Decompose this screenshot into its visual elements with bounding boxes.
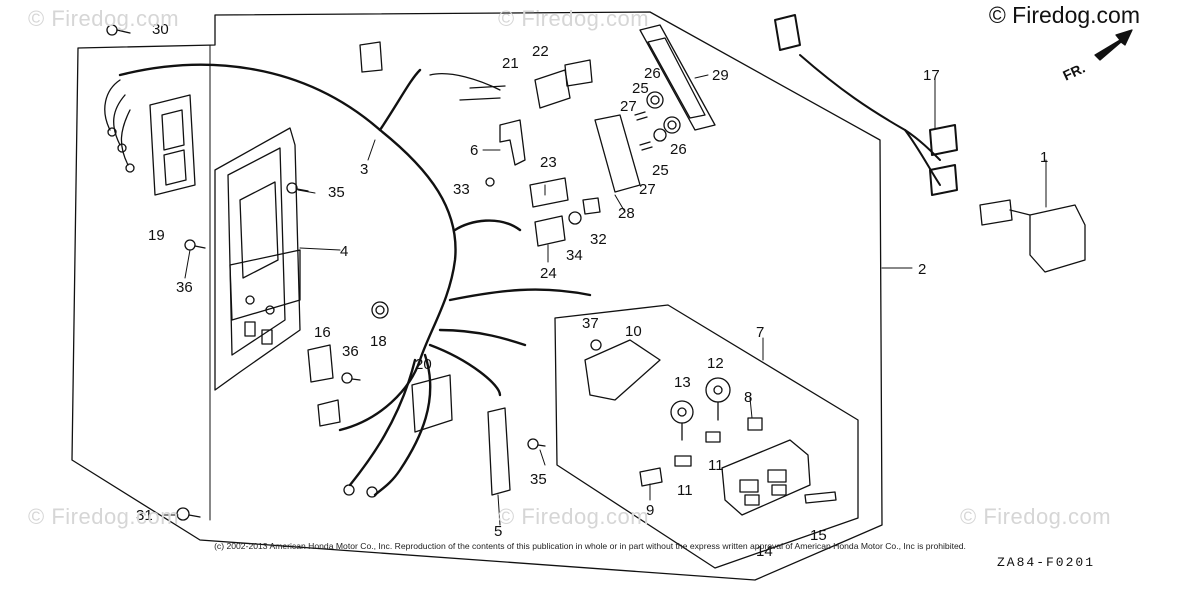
callout-34[interactable]: 34 bbox=[566, 247, 583, 264]
callout-32[interactable]: 32 bbox=[590, 231, 607, 248]
callout-3[interactable]: 3 bbox=[360, 161, 368, 178]
callout-19[interactable]: 19 bbox=[148, 227, 165, 244]
nut-part-11a bbox=[705, 431, 721, 443]
callout-6[interactable]: 6 bbox=[470, 142, 478, 159]
callout-35b[interactable]: 35 bbox=[530, 471, 547, 488]
clip-part-32 bbox=[582, 197, 601, 215]
callout-26a[interactable]: 26 bbox=[644, 65, 661, 82]
subassembly-outline bbox=[554, 304, 859, 569]
callout-27b[interactable]: 27 bbox=[639, 181, 656, 198]
watermark-bottom-right: © Firedog.com bbox=[960, 504, 1112, 529]
callout-33[interactable]: 33 bbox=[453, 181, 470, 198]
outlet-part-14 bbox=[721, 439, 811, 516]
knob-part-13 bbox=[670, 400, 694, 441]
callout-24[interactable]: 24 bbox=[540, 265, 557, 282]
callout-36a[interactable]: 36 bbox=[176, 279, 193, 296]
watermark-top-center: © Firedog.com bbox=[498, 6, 650, 31]
callout-numbers: 1 2 3 4 5 6 7 8 9 10 11 11 12 13 14 15 1… bbox=[136, 21, 1087, 560]
screw-part-34 bbox=[568, 211, 582, 225]
wire-harness-part-3 bbox=[118, 63, 592, 497]
callout-37[interactable]: 37 bbox=[582, 315, 599, 332]
copyright-notice: (c) 2002-2013 American Honda Motor Co., … bbox=[214, 541, 966, 551]
callout-30[interactable]: 30 bbox=[152, 21, 169, 38]
callout-25b[interactable]: 25 bbox=[652, 162, 669, 179]
callout-12[interactable]: 12 bbox=[707, 355, 724, 372]
module-part-20 bbox=[411, 374, 453, 433]
panel-part-4 bbox=[214, 127, 301, 391]
bracket-part-6 bbox=[499, 119, 526, 166]
watermark-bottom-left: © Firedog.com bbox=[28, 504, 180, 529]
assembly-outline bbox=[71, 11, 883, 581]
knob-part-12 bbox=[705, 377, 731, 421]
outlet-part-19 bbox=[104, 79, 196, 196]
callout-28[interactable]: 28 bbox=[618, 205, 635, 222]
callout-18[interactable]: 18 bbox=[370, 333, 387, 350]
grommet-part-18 bbox=[371, 301, 389, 319]
watermark-bottom-center: © Firedog.com bbox=[498, 504, 650, 529]
callout-4[interactable]: 4 bbox=[340, 243, 348, 260]
callout-25a[interactable]: 25 bbox=[632, 80, 649, 97]
screw-icons bbox=[106, 24, 602, 521]
callout-21[interactable]: 21 bbox=[502, 55, 519, 72]
callout-1[interactable]: 1 bbox=[1040, 149, 1048, 166]
callout-26b[interactable]: 26 bbox=[670, 141, 687, 158]
callout-23[interactable]: 23 bbox=[540, 154, 557, 171]
clip-part-9 bbox=[639, 467, 663, 487]
callout-36b[interactable]: 36 bbox=[342, 343, 359, 360]
callout-31[interactable]: 31 bbox=[136, 507, 153, 524]
fr-arrow-icon bbox=[1094, 29, 1133, 61]
callout-13[interactable]: 13 bbox=[674, 374, 691, 391]
bracket-part-5 bbox=[487, 407, 511, 496]
callout-22[interactable]: 22 bbox=[532, 43, 549, 60]
harness-part-17 bbox=[774, 14, 958, 196]
callout-7[interactable]: 7 bbox=[756, 324, 764, 341]
callout-35a[interactable]: 35 bbox=[328, 184, 345, 201]
connector-bottom bbox=[317, 399, 341, 427]
leader-lines bbox=[163, 74, 1047, 526]
cover-part-10 bbox=[584, 339, 661, 401]
callout-11b[interactable]: 11 bbox=[677, 482, 693, 499]
callout-15[interactable]: 15 bbox=[810, 527, 827, 544]
callout-2[interactable]: 2 bbox=[918, 261, 926, 278]
watermark-top-left: © Firedog.com bbox=[28, 6, 180, 31]
callout-5[interactable]: 5 bbox=[494, 523, 502, 540]
callout-16[interactable]: 16 bbox=[314, 324, 331, 341]
callout-9[interactable]: 9 bbox=[646, 502, 654, 519]
callout-8[interactable]: 8 bbox=[744, 389, 752, 406]
clip-part-8 bbox=[747, 417, 763, 431]
callout-14[interactable]: 14 bbox=[756, 543, 773, 560]
diagram-code: ZA84-F0201 bbox=[996, 555, 1095, 570]
brand-logo[interactable]: © Firedog.com bbox=[988, 2, 1140, 28]
callout-17[interactable]: 17 bbox=[923, 67, 940, 84]
small-parts-25-27 bbox=[634, 91, 681, 151]
plate-parts-28-29 bbox=[594, 24, 716, 193]
module-part-1 bbox=[979, 199, 1086, 273]
connectors-top bbox=[359, 41, 593, 109]
connector-part-16 bbox=[307, 344, 334, 383]
switch-parts-23-24 bbox=[529, 177, 569, 247]
fr-label[interactable]: FR. bbox=[1060, 60, 1087, 84]
callout-10[interactable]: 10 bbox=[625, 323, 642, 340]
callout-11a[interactable]: 11 bbox=[708, 457, 724, 474]
callout-20[interactable]: 20 bbox=[415, 356, 432, 373]
callout-29[interactable]: 29 bbox=[712, 67, 729, 84]
plate-part-15 bbox=[804, 491, 837, 504]
nut-part-11b bbox=[674, 455, 692, 467]
callout-27a[interactable]: 27 bbox=[620, 98, 637, 115]
